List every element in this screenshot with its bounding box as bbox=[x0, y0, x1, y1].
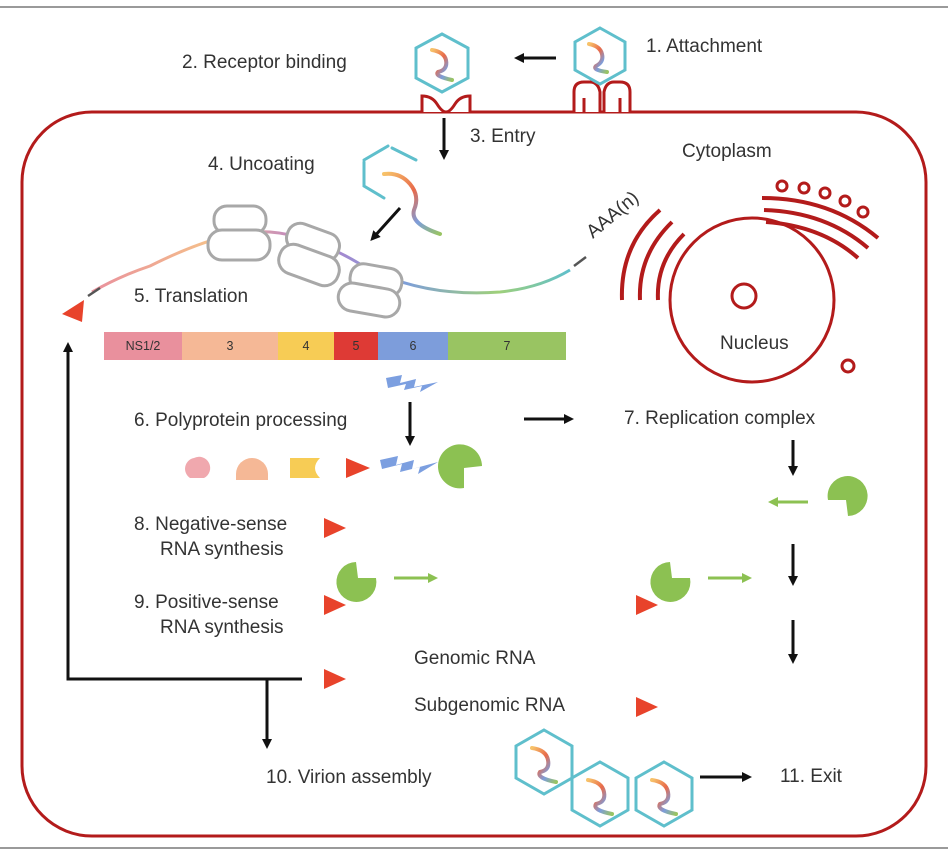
nucleolus bbox=[730, 282, 758, 310]
subgenomic-rna-label: Subgenomic RNA bbox=[414, 695, 566, 716]
step-entry-label: 3. Entry bbox=[470, 126, 536, 147]
step-virion-assembly-label: 10. Virion assembly bbox=[266, 767, 432, 788]
segment-5 bbox=[334, 332, 378, 360]
step-positive-sense-label-2: RNA synthesis bbox=[160, 617, 284, 638]
protease-icon-top bbox=[386, 375, 438, 392]
segment-label-7: 7 bbox=[503, 339, 511, 353]
receptor-pair bbox=[572, 80, 632, 112]
segment-3 bbox=[182, 332, 278, 360]
nucleus bbox=[668, 216, 856, 384]
step-negative-sense-label-2: RNA synthesis bbox=[160, 539, 284, 560]
ribosome-dots bbox=[775, 179, 870, 219]
step-polyprotein-processing-label: 6. Polyprotein processing bbox=[134, 410, 348, 431]
arrow-genomic-rna-feedback bbox=[63, 342, 302, 681]
segment-label-5: 5 bbox=[352, 339, 360, 353]
ribosomes bbox=[206, 204, 404, 319]
genomic-rna-label: Genomic RNA bbox=[414, 648, 536, 669]
negative-sense-pointer bbox=[324, 518, 346, 538]
poly-a-tail-line bbox=[573, 256, 587, 267]
segment-6 bbox=[378, 332, 448, 360]
polymerase-icon-replication bbox=[827, 476, 868, 516]
protein-piece-5-triangle bbox=[346, 458, 370, 478]
step-negative-sense-label-1: 8. Negative-sense bbox=[134, 514, 288, 535]
virion-attachment bbox=[573, 26, 627, 86]
ribosome-3-bottom bbox=[336, 281, 402, 319]
subgenomic-rna-pointer bbox=[636, 697, 658, 717]
step-receptor-binding-label: 2. Receptor binding bbox=[182, 52, 347, 73]
virion-receptor-binding bbox=[414, 32, 470, 94]
cytoplasm-label: Cytoplasm bbox=[682, 141, 772, 162]
virion-assembled-2 bbox=[570, 760, 630, 828]
positive-sense-pointer-mid bbox=[636, 595, 658, 615]
protein-piece-ns1-2 bbox=[185, 456, 211, 478]
genomic-rna-pointer bbox=[324, 669, 346, 689]
segment-7 bbox=[448, 332, 566, 360]
cell-membrane bbox=[20, 110, 928, 838]
segment-label-4: 4 bbox=[302, 339, 310, 353]
protein-piece-4 bbox=[290, 458, 320, 478]
receptor-bound bbox=[420, 94, 472, 114]
uncoating-capsid bbox=[362, 144, 442, 236]
segment-label-6: 6 bbox=[409, 339, 417, 353]
step-exit-label: 11. Exit bbox=[780, 766, 842, 787]
segment-ns1-2 bbox=[104, 332, 182, 360]
step-replication-complex-label: 7. Replication complex bbox=[624, 408, 816, 429]
arrow-uncoating-to-translation bbox=[370, 206, 402, 241]
segment-label-ns1-2: NS1/2 bbox=[125, 339, 161, 353]
polymerase-icon-processing bbox=[438, 444, 482, 489]
nucleus-label: Nucleus bbox=[720, 333, 789, 354]
protease-icon-bottom bbox=[380, 456, 438, 474]
endoplasmic-reticulum bbox=[619, 196, 880, 301]
polymerase-icon-positive-1 bbox=[336, 562, 377, 602]
ribosome-2-bottom bbox=[277, 242, 341, 288]
virion-assembled-1 bbox=[514, 728, 574, 796]
polymerase-icon-positive-2 bbox=[650, 562, 691, 602]
polyprotein-bar bbox=[104, 332, 566, 360]
protein-piece-3 bbox=[236, 458, 268, 480]
rna-five-prime-line bbox=[87, 286, 101, 298]
translation-5prime-cap bbox=[62, 300, 84, 322]
segment-label-3: 3 bbox=[226, 339, 234, 353]
positive-sense-pointer bbox=[324, 595, 346, 615]
virion-assembled-3 bbox=[634, 760, 694, 828]
step-attachment-label: 1. Attachment bbox=[646, 36, 763, 57]
ribosome-1-bottom bbox=[206, 228, 272, 262]
step-uncoating-label: 4. Uncoating bbox=[208, 154, 315, 175]
step-positive-sense-label-1: 9. Positive-sense bbox=[134, 592, 279, 613]
segment-4 bbox=[278, 332, 334, 360]
step-translation-label: 5. Translation bbox=[134, 286, 249, 307]
vesicle bbox=[840, 358, 856, 374]
